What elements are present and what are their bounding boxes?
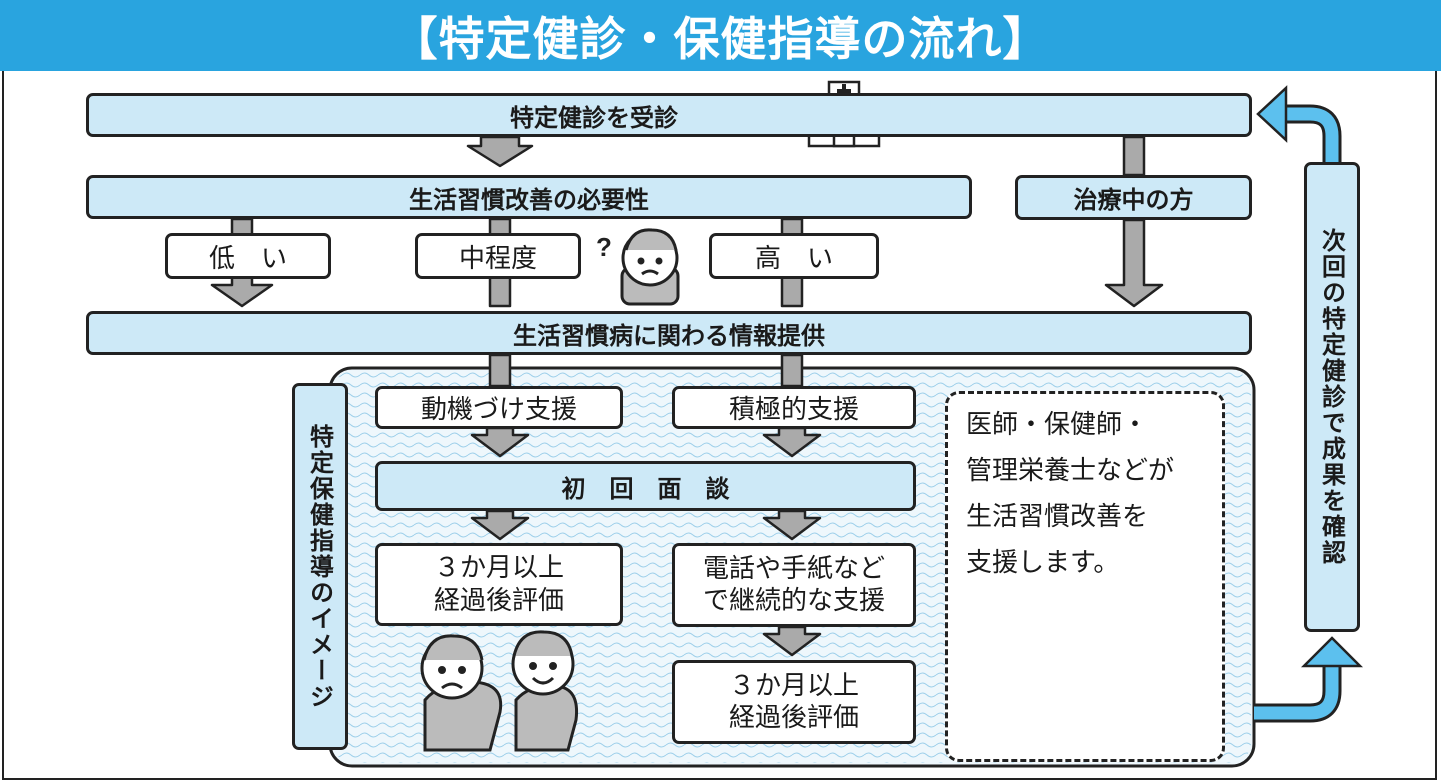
node-treatment: 治療中の方 — [1015, 175, 1252, 220]
note-line-2: 管理栄養士などが — [966, 456, 1175, 486]
page-title: 【特定健診・保健指導の流れ】 — [391, 11, 1050, 66]
node-medium: 中程度 — [415, 233, 581, 279]
arrow-treatment-down — [1104, 218, 1164, 308]
worried-person-icon — [420, 634, 503, 752]
loop-label: 次回の特定健診で成果を確認 — [1304, 162, 1360, 632]
node-eval-left-line2: 経過後評価 — [433, 585, 564, 616]
arrow-active-down — [762, 426, 822, 458]
note-box: 医師・保健師・ 管理栄養士などが 生活習慣改善を 支援します。 — [945, 391, 1225, 762]
node-eval-left: ３か月以上 経過後評価 — [375, 543, 623, 626]
node-info: 生活習慣病に関わる情報提供 — [86, 311, 1252, 355]
arrow-interview-left — [470, 509, 530, 541]
arrow-interview-right — [762, 509, 822, 541]
side-label: 特定保健指導のイメージ — [292, 383, 348, 750]
note-line-3: 生活習慣改善を — [966, 502, 1149, 532]
node-low: 低 い — [165, 233, 331, 279]
note-line-1: 医師・保健師・ — [966, 410, 1149, 440]
title-bar: 【特定健診・保健指導の流れ】 — [0, 0, 1441, 71]
node-continuous: 電話や手紙など で継続的な支援 — [672, 543, 916, 627]
node-checkup-label: 特定健診を受診 — [510, 103, 678, 132]
node-eval-right: ３か月以上 経過後評価 — [672, 660, 916, 744]
puzzled-person-icon: ? — [596, 228, 680, 306]
arrow-treatment-stem — [1122, 135, 1146, 177]
node-eval-right-line2: 経過後評価 — [728, 703, 859, 733]
note-line-4: 支援します。 — [966, 548, 1120, 578]
node-active: 積極的支援 — [672, 386, 916, 429]
happy-person-icon — [511, 630, 579, 752]
arrow-continuous-down — [762, 625, 822, 657]
svg-text:?: ? — [596, 232, 612, 262]
node-checkup: 特定健診を受診 — [86, 93, 1252, 137]
arrow-info-right — [780, 353, 804, 388]
arrow-info-left — [488, 353, 512, 388]
node-continuous-line1: 電話や手紙など — [702, 553, 885, 584]
loop-arrow — [1254, 85, 1364, 723]
node-high: 高 い — [709, 233, 879, 279]
node-motivation: 動機づけ支援 — [375, 386, 623, 429]
diagram-frame — [2, 71, 1437, 780]
node-eval-left-line1: ３か月以上 — [433, 553, 564, 583]
arrow-checkup-down — [466, 135, 534, 168]
arrow-motivation-down — [470, 426, 530, 458]
node-eval-right-line1: ３か月以上 — [728, 670, 859, 701]
node-continuous-line2: で継続的な支援 — [702, 586, 885, 616]
node-necessity: 生活習慣改善の必要性 — [86, 175, 972, 219]
node-interview: 初 回 面 談 — [375, 461, 916, 511]
